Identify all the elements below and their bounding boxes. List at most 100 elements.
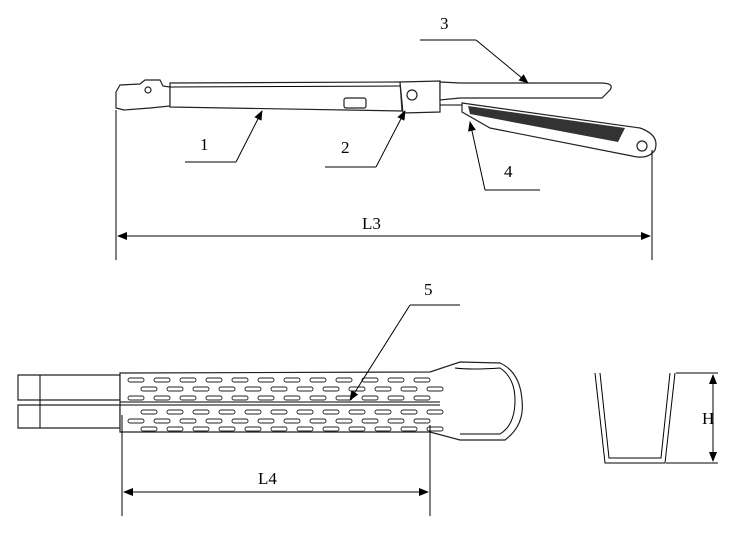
cartridge-shank-upper [17,374,121,401]
staple-slot [179,395,197,401]
label-l3: L3 [362,214,381,233]
staple-slot [322,409,340,415]
staple-slot [322,426,340,432]
label-part-4: 4 [504,162,513,181]
staple-slot [296,409,314,415]
staple-slot [166,409,184,415]
staple-slot [270,426,288,432]
staple-slot [283,418,301,424]
label-l4: L4 [258,469,277,488]
staple-slot [205,395,223,401]
staple-slot [335,418,353,424]
leader-3-arrow [475,39,529,84]
staple-slot [179,418,197,424]
staple-slot [127,418,145,424]
jaw-tip-hole [636,140,648,152]
staple-slot [413,395,431,401]
stapler-side-view [115,79,657,158]
staple-slot [387,377,405,383]
staple-slot [426,426,444,432]
shaft-line [169,85,401,88]
staple-slot [400,386,418,392]
staple-slot [413,418,431,424]
staple-slot [374,386,392,392]
staple-slot [244,386,262,392]
staple-slot [426,386,444,392]
staple-rows [468,106,625,142]
staple-slot [231,418,249,424]
joint-pin [406,89,418,101]
staple-slot [387,395,405,401]
leader-1-arrow [235,110,263,163]
leader-2-arrow [375,110,406,168]
staple-slot [192,426,210,432]
staple-slot [296,386,314,392]
staple-slot [283,377,301,383]
staple-slot [257,395,275,401]
staple-slot [348,426,366,432]
staple-slot [400,409,418,415]
staple-slot [153,395,171,401]
staple-slot [140,426,158,432]
staple-slot [361,418,379,424]
staple-slot [335,377,353,383]
staple-slot [257,377,275,383]
cartridge-shank-lower [17,404,121,429]
staple-slot [270,386,288,392]
cartridge-top-view [17,361,523,441]
staple-slot [270,409,288,415]
staple-slot [179,377,197,383]
label-part-1: 1 [200,135,209,154]
staple-slot [413,377,431,383]
staple-slot [296,426,314,432]
staple-slot [192,409,210,415]
label-part-2: 2 [341,138,350,157]
screw [144,86,152,94]
staple-slot [218,426,236,432]
staple-slot [231,377,249,383]
staple-slot [140,386,158,392]
staple-slot [283,395,301,401]
staple-slot [361,395,379,401]
staple-slot [309,377,327,383]
staple-slot [387,418,405,424]
staple-slot [192,386,210,392]
staple-slot [127,395,145,401]
staple-slot [335,395,353,401]
staple-slot [257,418,275,424]
staple-slot [348,409,366,415]
staple-slot [374,409,392,415]
staple-slot [309,395,327,401]
staple-slot [166,386,184,392]
label-h: H [702,409,714,428]
staple-profile [594,372,676,464]
staple-slot [205,377,223,383]
staple-slot [166,426,184,432]
staple-slot [322,386,340,392]
staple-slots [127,377,444,432]
staple-slot [231,395,249,401]
staple-slot [218,409,236,415]
cartridge-tip [454,367,516,435]
staple-slot [153,418,171,424]
label-part-5: 5 [424,280,433,299]
staple-slot [205,418,223,424]
staple-slot [374,426,392,432]
joint-mechanism [399,80,441,114]
staple-slot [218,386,236,392]
shaft-window [343,97,367,109]
leader-5-arrow [349,304,411,401]
label-part-3: 3 [440,14,449,33]
staple-slot [140,409,158,415]
staple-slot [244,426,262,432]
leader-4-arrow [468,121,486,191]
staple-slot [426,409,444,415]
staple-slot [309,418,327,424]
staple-slot [400,426,418,432]
staple-slot [127,377,145,383]
staple-slot [361,377,379,383]
handle-connector [115,79,171,111]
anvil-jaw [439,81,612,101]
